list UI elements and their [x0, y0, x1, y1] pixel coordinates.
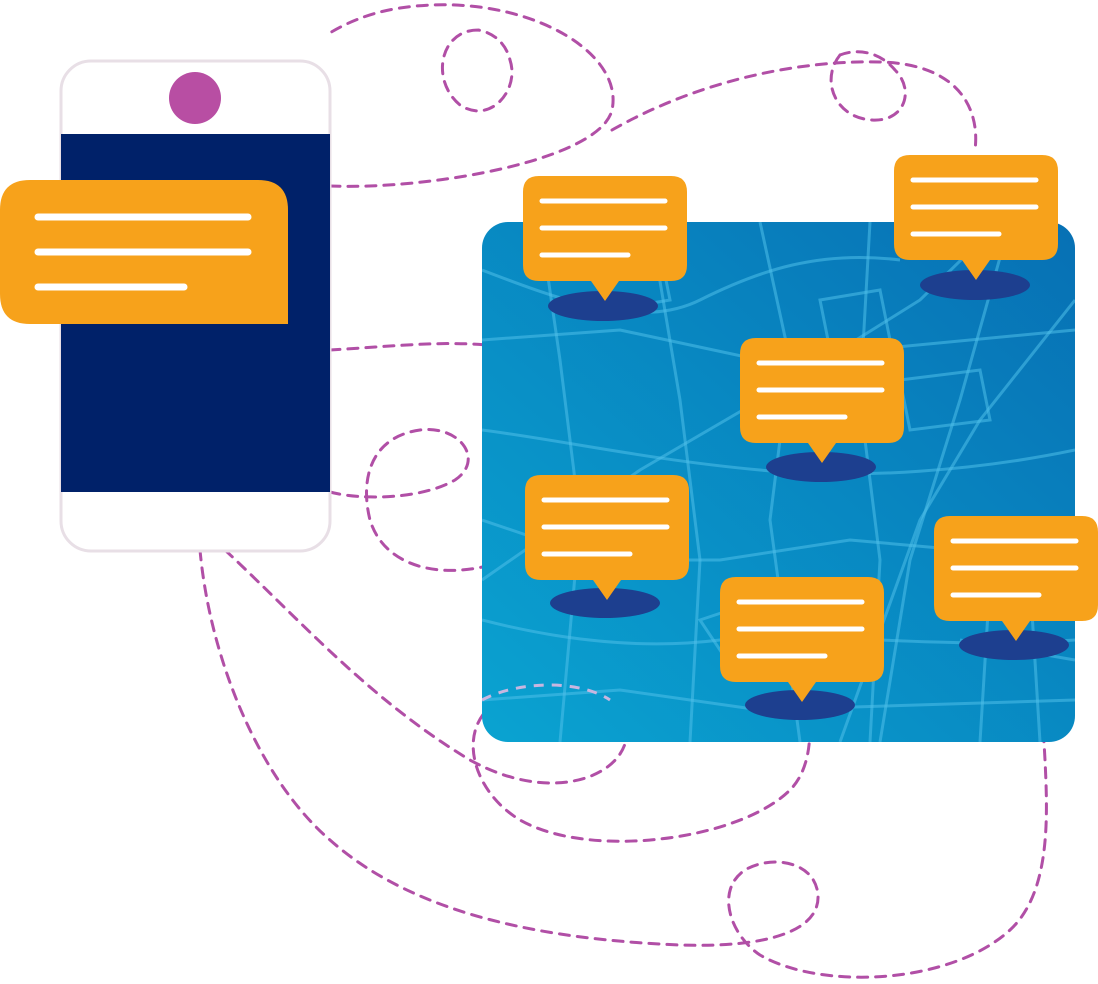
map-message-bubble [894, 155, 1058, 280]
map-message-bubble [523, 176, 687, 301]
map-message-bubbles [523, 155, 1098, 702]
pin-shadow [920, 270, 1030, 300]
pin-shadow [548, 291, 658, 321]
bubble-body [523, 176, 687, 301]
dashed-loop-top-right [829, 50, 907, 122]
dashed-path-top-right [610, 60, 978, 152]
map-message-bubble [740, 338, 904, 463]
phone-camera [169, 72, 221, 124]
dashed-path-top [326, 3, 615, 188]
bubble-body [894, 155, 1058, 280]
dashed-loop-top-small [440, 28, 514, 113]
phone-message-bubble [0, 180, 288, 324]
bubble-body [934, 516, 1098, 641]
map-message-bubble [934, 516, 1098, 641]
map-message-bubble [720, 577, 884, 702]
pin-shadow [959, 630, 1069, 660]
pin-shadow [745, 690, 855, 720]
pin-shadow [550, 588, 660, 618]
dashed-path-bottom-2 [198, 548, 1048, 979]
bubble-body [525, 475, 689, 600]
dashed-loop-left [328, 428, 522, 572]
map-message-bubble [525, 475, 689, 600]
pin-shadows [548, 270, 1069, 720]
bubble-body [720, 577, 884, 702]
bubble-body [740, 338, 904, 463]
pin-shadow [766, 452, 876, 482]
